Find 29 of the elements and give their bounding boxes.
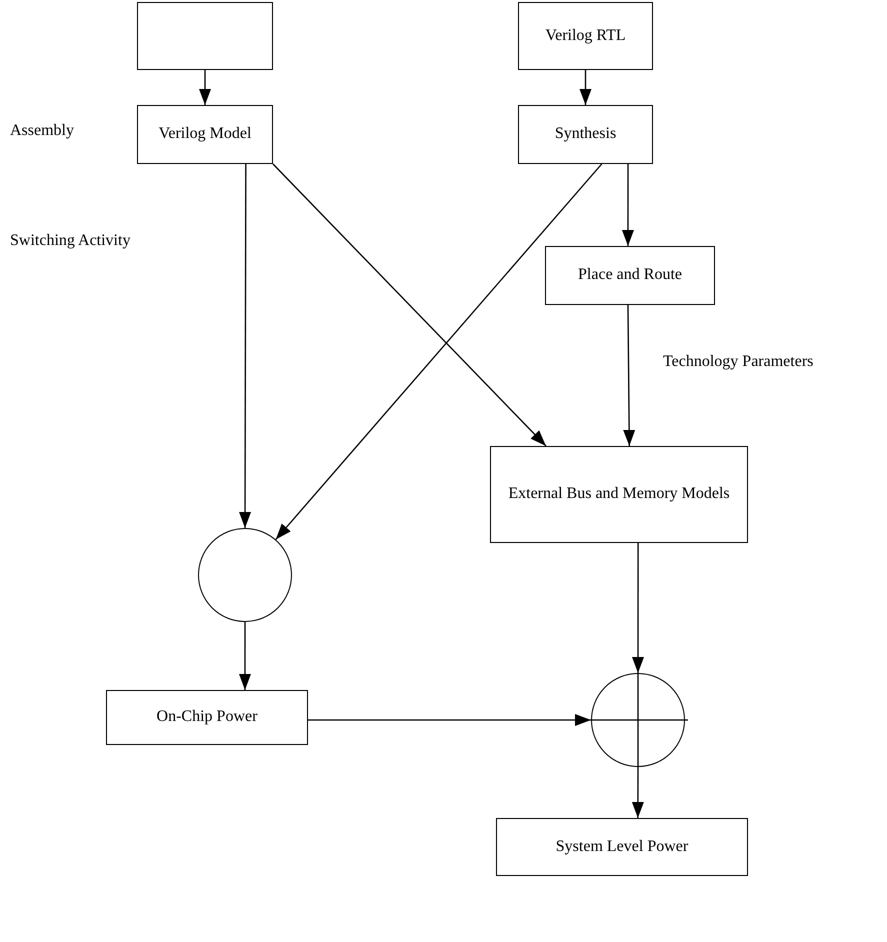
arrow: [238, 622, 251, 690]
process-box: [518, 2, 653, 70]
arrow: [632, 767, 644, 818]
node-label: Synthesis: [554, 124, 616, 144]
arrow: [199, 70, 211, 105]
signal-label: Assembly: [10, 122, 74, 140]
process-box: [496, 818, 748, 876]
signal-label: Switching Activity: [10, 232, 130, 250]
process-box: [137, 105, 273, 164]
node-label: External Bus and Memory Models: [508, 484, 730, 504]
node-label: On-Chip Power: [156, 707, 258, 728]
process-box: [490, 446, 748, 543]
process-box: [106, 690, 308, 745]
arrow: [275, 164, 602, 540]
arrow: [580, 70, 592, 105]
arrow: [622, 164, 634, 246]
node-label: Place and Route: [578, 265, 682, 286]
empty-box: [137, 2, 273, 70]
arrow: [632, 543, 644, 673]
node-label: System Level Power: [556, 836, 688, 857]
node-label: Verilog Model: [158, 124, 252, 144]
arrow: [239, 164, 252, 528]
arrow: [623, 305, 636, 446]
arrow: [272, 164, 546, 446]
process-box: [518, 105, 653, 164]
arrow: [308, 714, 591, 726]
signal-label: Technology Parameters: [663, 353, 814, 371]
node-label: Verilog RTL: [545, 26, 626, 46]
process-box: [545, 246, 715, 305]
